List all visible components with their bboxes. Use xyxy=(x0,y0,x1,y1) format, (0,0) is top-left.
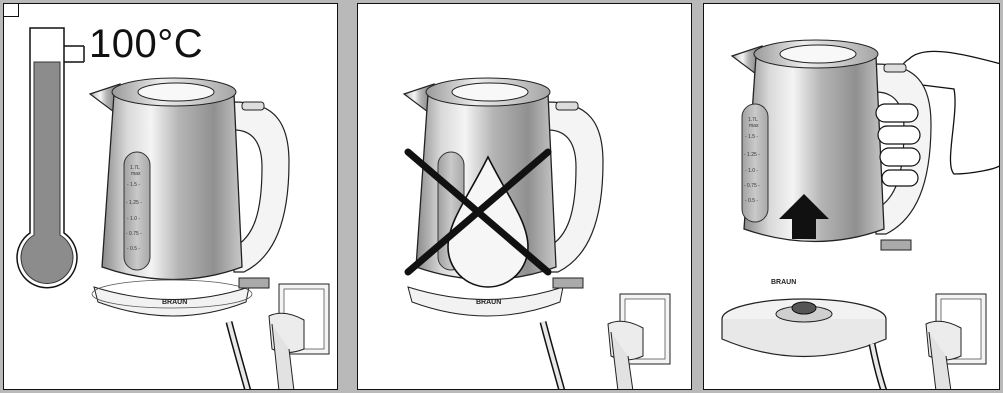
gauge-label: - 1.0 - xyxy=(745,168,758,174)
brand-logo: BRAUN xyxy=(771,279,796,286)
power-base xyxy=(722,299,886,357)
gauge-label: - 1.5 - xyxy=(745,134,758,140)
temperature-label: 100°C xyxy=(89,22,203,67)
brand-logo: BRAUN xyxy=(162,299,187,306)
panel-lift-off-base: 1.7L max - 1.5 - - 1.25 - - 1.0 - - 0.75… xyxy=(703,3,1000,390)
gauge-label: - 1.25 - xyxy=(744,152,760,158)
gauge-label: max xyxy=(131,171,141,177)
gauge-label: - 0.75 - xyxy=(126,231,142,237)
brand-logo: BRAUN xyxy=(476,299,501,306)
gauge-label: - 0.5 - xyxy=(745,198,758,204)
gauge-label: - 1.25 - xyxy=(126,200,142,206)
gauge-label: - 0.5 - xyxy=(127,246,140,252)
kettle: BRAUN xyxy=(404,78,603,316)
gauge-label: max xyxy=(749,123,759,129)
gauge-label: - 0.75 - xyxy=(744,183,760,189)
plug-icon xyxy=(926,321,961,390)
panel-boil-temperature: 1.7L max - 1.5 - - 1.25 - - 1.0 - - 0.75… xyxy=(3,3,338,390)
gauge-label: - 1.0 - xyxy=(127,216,140,222)
gauge-label: - 1.5 - xyxy=(127,182,140,188)
panel-no-empty-boil: BRAUN xyxy=(357,3,692,390)
thermometer-icon xyxy=(17,28,84,288)
kettle: 1.7L max - 1.5 - - 1.25 - - 1.0 - - 0.75… xyxy=(732,40,931,286)
kettle: 1.7L max - 1.5 - - 1.25 - - 1.0 - - 0.75… xyxy=(90,78,289,316)
plug-icon xyxy=(608,321,643,390)
